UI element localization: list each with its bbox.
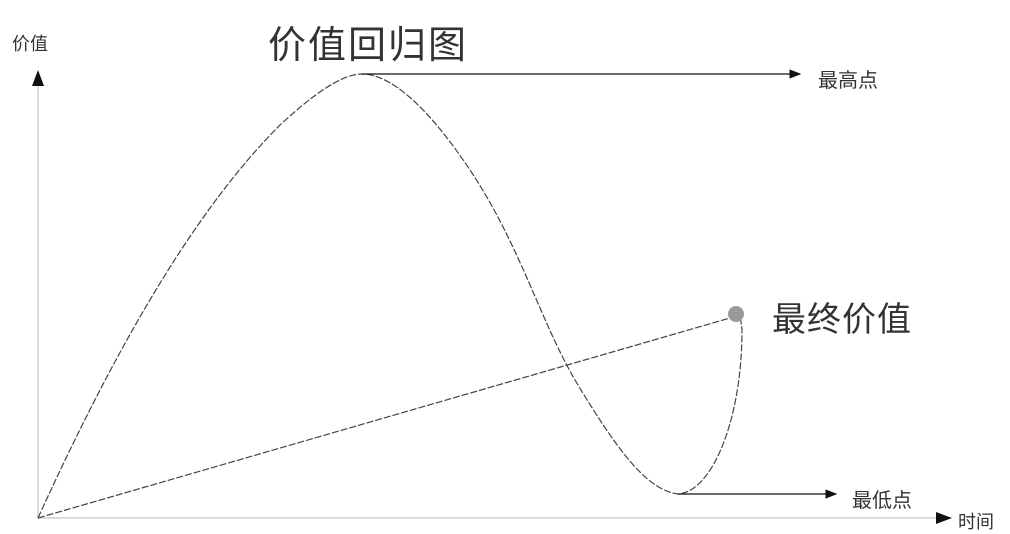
highest-point-label: 最高点: [818, 68, 878, 92]
lowest-point-label: 最低点: [852, 488, 912, 512]
x-axis-arrowhead: [936, 512, 952, 524]
final-value-dot: [728, 306, 744, 322]
diagram-title: 价值回归图: [268, 23, 469, 67]
value-curve: [37, 73, 743, 519]
final-value-label: 最终价值: [772, 300, 912, 340]
y-axis-label: 价值: [12, 34, 48, 55]
trend-line: [37, 317, 731, 519]
x-axis-label: 时间: [958, 512, 994, 533]
y-axis-arrowhead: [32, 70, 44, 86]
